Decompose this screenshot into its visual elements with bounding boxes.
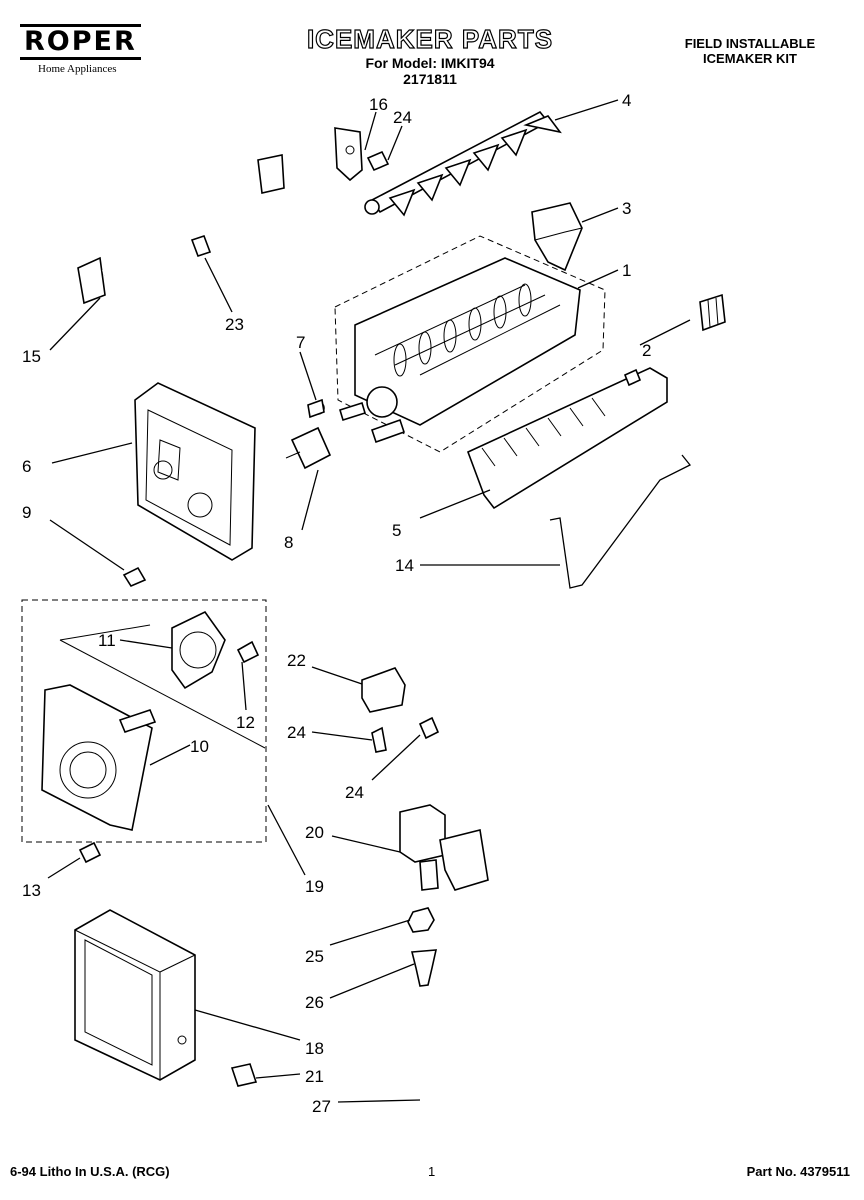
- screw-part: [366, 150, 390, 172]
- roper-logo: ROPER Home Appliances: [20, 24, 160, 75]
- model-info: For Model: IMKIT94 2171811: [250, 55, 610, 87]
- callout-26: 26: [305, 993, 324, 1012]
- module-plate-part: [41, 684, 157, 831]
- motor-cap-part: [285, 426, 332, 470]
- callout-23: 23: [225, 315, 244, 334]
- callout-20: 20: [305, 823, 324, 842]
- model-number: 2171811: [403, 71, 457, 87]
- callout-27: 27: [312, 1097, 331, 1116]
- callout-15: 15: [22, 347, 41, 366]
- clip-part: [699, 293, 726, 332]
- leader-lines: [47, 99, 691, 1103]
- callout-1: 1: [622, 261, 631, 280]
- callout-22: 22: [287, 651, 306, 670]
- kit-info: FIELD INSTALLABLE ICEMAKER KIT: [650, 36, 850, 66]
- tube-fitting-part: [410, 949, 438, 987]
- callout-labels: 16 24 4 3 1 2 7 15 23 6 9 8 5 14 11 12 1…: [22, 91, 651, 1116]
- screw-part: [122, 566, 147, 588]
- drive-motor-part: [171, 610, 226, 690]
- callout-24c: 24: [345, 783, 364, 802]
- callout-2: 2: [642, 341, 651, 360]
- callout-16: 16: [369, 95, 388, 114]
- callout-25: 25: [305, 947, 324, 966]
- mold-cover-part: [531, 202, 583, 272]
- screw-part: [371, 716, 440, 753]
- mounting-cover-part: [74, 909, 196, 1081]
- logo-wordmark: ROPER: [20, 24, 141, 60]
- callout-24b: 24: [287, 723, 306, 742]
- nut-part: [407, 907, 435, 933]
- callout-3: 3: [622, 199, 631, 218]
- ice-mold-part: [334, 235, 606, 453]
- footer-litho: 6-94 Litho In U.S.A. (RCG): [10, 1164, 170, 1179]
- logo-tagline: Home Appliances: [38, 63, 117, 75]
- callout-5: 5: [392, 521, 401, 540]
- control-housing-part: [134, 382, 256, 561]
- shutoff-arm-part: [549, 454, 692, 589]
- callout-21: 21: [305, 1067, 324, 1086]
- screw-part: [78, 841, 102, 864]
- footer-part-number: Part No. 4379511: [746, 1164, 850, 1179]
- stripper-part: [466, 367, 668, 510]
- callout-4: 4: [622, 91, 631, 110]
- callout-14: 14: [395, 556, 414, 575]
- callout-6: 6: [22, 457, 31, 476]
- kit-line-2: ICEMAKER KIT: [703, 51, 797, 66]
- water-tube-part: [422, 839, 762, 1116]
- callout-24: 24: [393, 108, 412, 127]
- valve-bracket-part: [361, 667, 406, 713]
- bracket-part: [334, 127, 363, 182]
- callout-9: 9: [22, 503, 31, 522]
- callout-18: 18: [305, 1039, 324, 1058]
- callout-8: 8: [284, 533, 293, 552]
- callout-19: 19: [305, 877, 324, 896]
- callout-10: 10: [190, 737, 209, 756]
- callout-12: 12: [236, 713, 255, 732]
- wire-harness-part: [77, 154, 285, 305]
- callout-11: 11: [98, 631, 116, 650]
- footer-page-number: 1: [428, 1164, 436, 1179]
- ejector-part: [364, 110, 562, 217]
- control-module-box: [21, 599, 267, 843]
- kit-line-1: FIELD INSTALLABLE: [684, 36, 816, 51]
- page-title: ICEMAKER PARTS: [306, 23, 554, 54]
- callout-7: 7: [296, 333, 305, 352]
- screw-part: [230, 1063, 258, 1087]
- model-prefix: For Model: IMKIT94: [365, 55, 495, 71]
- screw-part: [236, 640, 260, 664]
- callout-13: 13: [22, 881, 41, 900]
- water-valve-part: [399, 804, 489, 891]
- thermostat-part: [307, 398, 325, 419]
